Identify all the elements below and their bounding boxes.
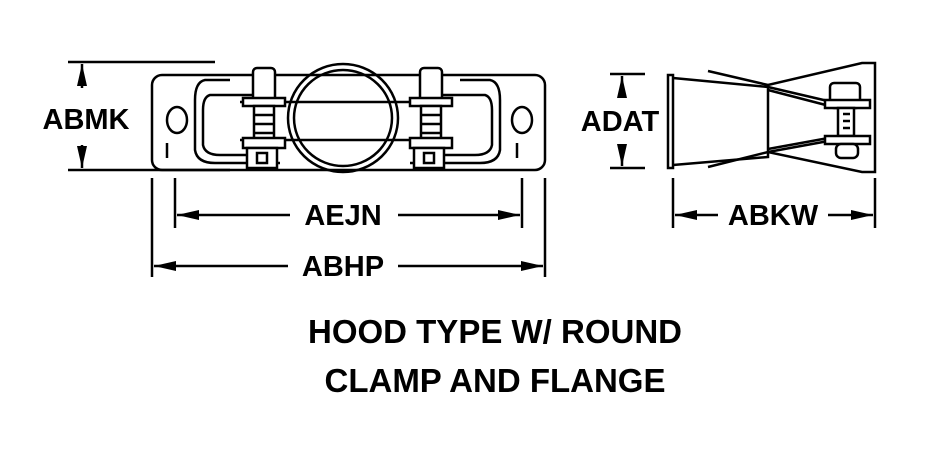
mounting-hole-left xyxy=(165,105,189,135)
side-view xyxy=(666,61,877,174)
flange-plate xyxy=(150,73,547,172)
dimension-adat: ADAT xyxy=(581,72,660,170)
bolt-left xyxy=(241,66,287,170)
round-clamp xyxy=(286,62,400,174)
title-line-2: CLAMP AND FLANGE xyxy=(325,362,666,399)
clamp-loop-right xyxy=(410,78,502,165)
dimension-abmk: ABMK xyxy=(43,60,230,172)
side-bolt xyxy=(823,81,872,160)
label-adat: ADAT xyxy=(581,106,660,138)
front-view xyxy=(150,62,547,174)
bolt-right xyxy=(408,66,454,170)
side-flange xyxy=(666,73,675,170)
dimension-abhp: ABHP xyxy=(150,178,547,283)
clamp-loop-left xyxy=(193,78,280,165)
label-aejn: AEJN xyxy=(304,200,381,232)
hood-body xyxy=(672,76,770,167)
mounting-hole-right xyxy=(510,105,534,135)
label-abmk: ABMK xyxy=(43,104,130,136)
label-abkw: ABKW xyxy=(728,200,819,232)
label-abhp: ABHP xyxy=(302,251,384,283)
dimension-aejn: AEJN xyxy=(173,178,524,232)
title-line-1: HOOD TYPE W/ ROUND xyxy=(308,313,682,350)
dimension-abkw: ABKW xyxy=(671,178,877,232)
